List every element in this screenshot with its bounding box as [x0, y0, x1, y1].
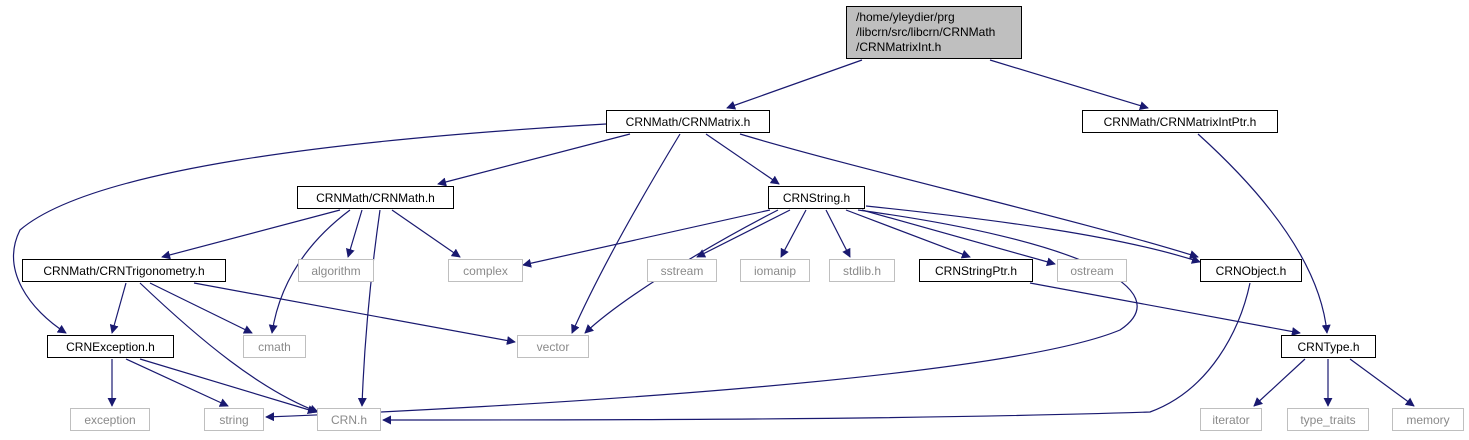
edge-root-to-crnmatrixintptr [989, 59, 1149, 110]
edge-crnmatrixintptr-to-crntype [1197, 133, 1331, 334]
edge-crntype-to-memory [1349, 358, 1415, 407]
node-memory: memory [1392, 408, 1464, 431]
edge-crntype-to-iterator [1253, 358, 1306, 407]
edge-crnstringptr-to-crntype [1029, 282, 1301, 336]
edge-crnstring-to-complex [522, 209, 771, 268]
edge-crnmatrix-to-crnobject [739, 133, 1199, 259]
node-sstream: sstream [647, 259, 717, 282]
edge-crntrigonometry-to-cmath [149, 282, 253, 334]
node-crnexception[interactable]: CRNException.h [47, 335, 174, 358]
node-crnobject[interactable]: CRNObject.h [1200, 259, 1302, 282]
node-crnstringptr[interactable]: CRNStringPtr.h [919, 259, 1033, 282]
edge-root-to-crnmatrix [726, 59, 863, 110]
node-complex: complex [448, 259, 523, 282]
edge-crnstring-to-iomanip [780, 209, 807, 258]
node-stdlib: stdlib.h [829, 259, 895, 282]
node-algorithm: algorithm [298, 259, 374, 282]
edge-crnstring-to-string [265, 209, 1138, 422]
node-ostream: ostream [1057, 259, 1127, 282]
node-iterator: iterator [1200, 408, 1262, 431]
node-string: string [204, 408, 264, 431]
edge-crntrigonometry-to-vector [193, 282, 516, 345]
edge-crnexception-to-string [125, 358, 229, 407]
edge-crnstring-to-crnstringptr [845, 209, 971, 259]
edge-crnmatrix-to-crnstring [705, 133, 780, 185]
edge-crnstring-to-sstream [696, 209, 791, 258]
edge-crnmatrix-to-crnmath [437, 133, 631, 187]
edge-crnstring-to-stdlib [825, 209, 851, 258]
node-crnmatrix[interactable]: CRNMath/CRNMatrix.h [606, 110, 770, 133]
edge-crnexception-to-crn [139, 358, 317, 414]
edge-crnmath-to-complex [391, 209, 461, 258]
edge-crnmath-to-algorithm [345, 209, 363, 258]
edge-crnstring-to-crnobject [865, 205, 1201, 264]
edge-crntrigonometry-to-crnexception [109, 282, 127, 334]
edge-crnmatrix-to-vector [571, 133, 681, 334]
root-path-line-1: /home/yleydier/prg [856, 10, 955, 24]
node-iomanip: iomanip [740, 259, 810, 282]
root-file-node: /home/yleydier/prg /libcrn/src/libcrn/CR… [846, 6, 1022, 59]
edge-crnmath-to-crntrigonometry [161, 209, 341, 260]
node-crn: CRN.h [317, 408, 381, 431]
node-crntrigonometry[interactable]: CRNMath/CRNTrigonometry.h [22, 259, 226, 282]
root-path-line-2: /libcrn/src/libcrn/CRNMath [856, 25, 996, 39]
node-exception: exception [70, 408, 150, 431]
node-vector: vector [517, 335, 589, 358]
edge-crntrigonometry-to-crn [139, 282, 319, 414]
node-crntype[interactable]: CRNType.h [1281, 335, 1376, 358]
edge-crnmath-to-crn [357, 209, 381, 407]
root-path-line-3: /CRNMatrixInt.h [856, 40, 942, 54]
node-cmath: cmath [243, 335, 306, 358]
edge-crnobject-to-crn [382, 282, 1251, 425]
node-crnmath[interactable]: CRNMath/CRNMath.h [297, 186, 454, 209]
edge-crnmatrix-to-crnexception [13, 123, 607, 334]
node-type-traits: type_traits [1287, 408, 1369, 431]
edge-crnstring-to-ostream [861, 209, 1056, 267]
node-crnmatrixintptr[interactable]: CRNMath/CRNMatrixIntPtr.h [1082, 110, 1278, 133]
node-crnstring[interactable]: CRNString.h [768, 186, 865, 209]
